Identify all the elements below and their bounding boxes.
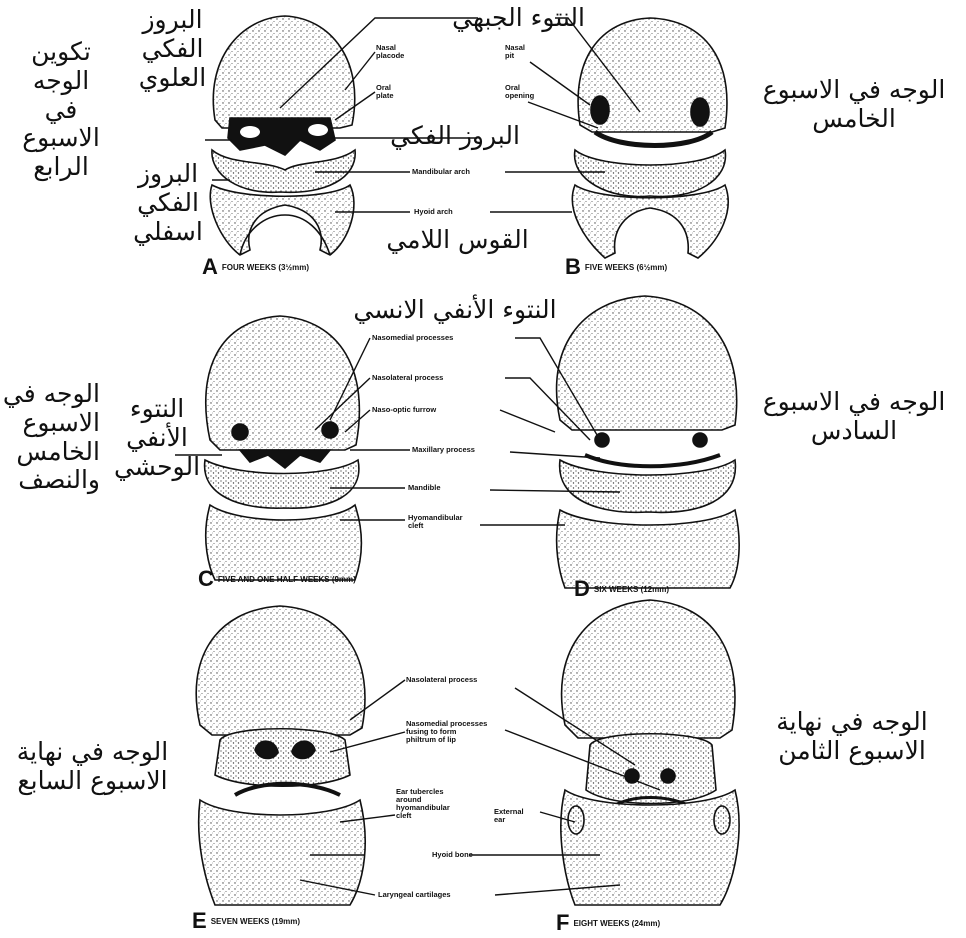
- label-hyoid-arch-ar: القوس اللامي: [385, 226, 530, 255]
- label-frontal-process-ar: النتوء الجبهي: [480, 4, 585, 33]
- label-maxillary-prominence-short-ar: البروز الفكي: [380, 122, 530, 151]
- label-oral-opening: Oral opening: [505, 84, 534, 100]
- label-laryngeal-cartilages: Laryngeal cartilages: [378, 891, 451, 899]
- label-face-end-week8-ar: الوجه في نهاية الاسبوع الثامن: [752, 708, 952, 766]
- caption-panel-e: E SEVEN WEEKS (19mm): [192, 908, 300, 934]
- caption-letter: B: [565, 254, 581, 279]
- label-ear-tubercles: Ear tubercles around hyomandibular cleft: [396, 788, 450, 820]
- caption-panel-f: F EIGHT WEEKS (24mm): [556, 910, 660, 936]
- caption-letter: C: [198, 566, 214, 591]
- label-nasal-placode: Nasal placode: [376, 44, 404, 60]
- label-face-end-week7-ar: الوجه في نهاية الاسبوع السابع: [0, 738, 185, 796]
- label-face-week4-ar: تكوين الوجه في الاسبوع الرابع: [12, 38, 110, 182]
- panel-d-drawing: [557, 296, 740, 588]
- label-face-week5-ar: الوجه في الاسبوع الخامس: [745, 76, 963, 134]
- label-face-week6-ar: الوجه في الاسبوع السادس: [745, 388, 963, 446]
- label-nasal-pit: Nasal pit: [505, 44, 525, 60]
- label-mandibular-prominence-ar: البروز الفكي اسفلي: [128, 160, 208, 246]
- caption-panel-c: C FIVE AND ONE HALF WEEKS (9mm): [198, 566, 356, 592]
- label-lateral-nasal-process-ar: النتوء الأنفي الوحشي: [112, 395, 202, 481]
- panel-c-drawing: [205, 316, 362, 580]
- label-nasomedial-processes: Nasomedial processes: [372, 334, 453, 342]
- caption-text: EIGHT WEEKS (24mm): [573, 919, 660, 928]
- label-mandible: Mandible: [408, 484, 441, 492]
- caption-letter: F: [556, 910, 569, 935]
- label-mandibular-arch: Mandibular arch: [412, 168, 470, 176]
- caption-text: SIX WEEKS (12mm): [594, 585, 669, 594]
- label-hyomandibular-cleft: Hyomandibular cleft: [408, 514, 463, 530]
- label-nasomedial-fusing: Nasomedial processes fusing to form phil…: [406, 720, 487, 744]
- label-hyoid-bone: Hyoid bone: [432, 851, 473, 859]
- label-medial-nasal-process-ar: النتوء الأنفي الانسي: [350, 296, 560, 325]
- label-nasolateral-process: Nasolateral process: [372, 374, 443, 382]
- panel-a-drawing: [210, 16, 355, 255]
- caption-letter: E: [192, 908, 207, 933]
- label-face-week5-half-ar: الوجه في الاسبوع الخامس والنصف: [0, 380, 100, 495]
- caption-text: FOUR WEEKS (3½mm): [222, 263, 309, 272]
- label-naso-optic-furrow: Naso-optic furrow: [372, 406, 436, 414]
- caption-text: FIVE WEEKS (6½mm): [585, 263, 667, 272]
- panel-f-drawing: [561, 600, 739, 905]
- caption-letter: A: [202, 254, 218, 279]
- label-hyoid-arch: Hyoid arch: [414, 208, 453, 216]
- label-maxillary-prominence-ar: البروز الفكي العلوي: [130, 6, 215, 92]
- label-maxillary-process: Maxillary process: [412, 446, 475, 454]
- caption-letter: D: [574, 576, 590, 601]
- label-nasolateral-process-2: Nasolateral process: [406, 676, 477, 684]
- caption-panel-a: A FOUR WEEKS (3½mm): [202, 254, 309, 280]
- caption-text: SEVEN WEEKS (19mm): [211, 917, 300, 926]
- label-oral-plate: Oral plate: [376, 84, 394, 100]
- caption-panel-d: D SIX WEEKS (12mm): [574, 576, 669, 602]
- label-external-ear: External ear: [494, 808, 524, 824]
- caption-text: FIVE AND ONE HALF WEEKS (9mm): [218, 575, 356, 584]
- caption-panel-b: B FIVE WEEKS (6½mm): [565, 254, 667, 280]
- panel-e-drawing: [196, 606, 365, 905]
